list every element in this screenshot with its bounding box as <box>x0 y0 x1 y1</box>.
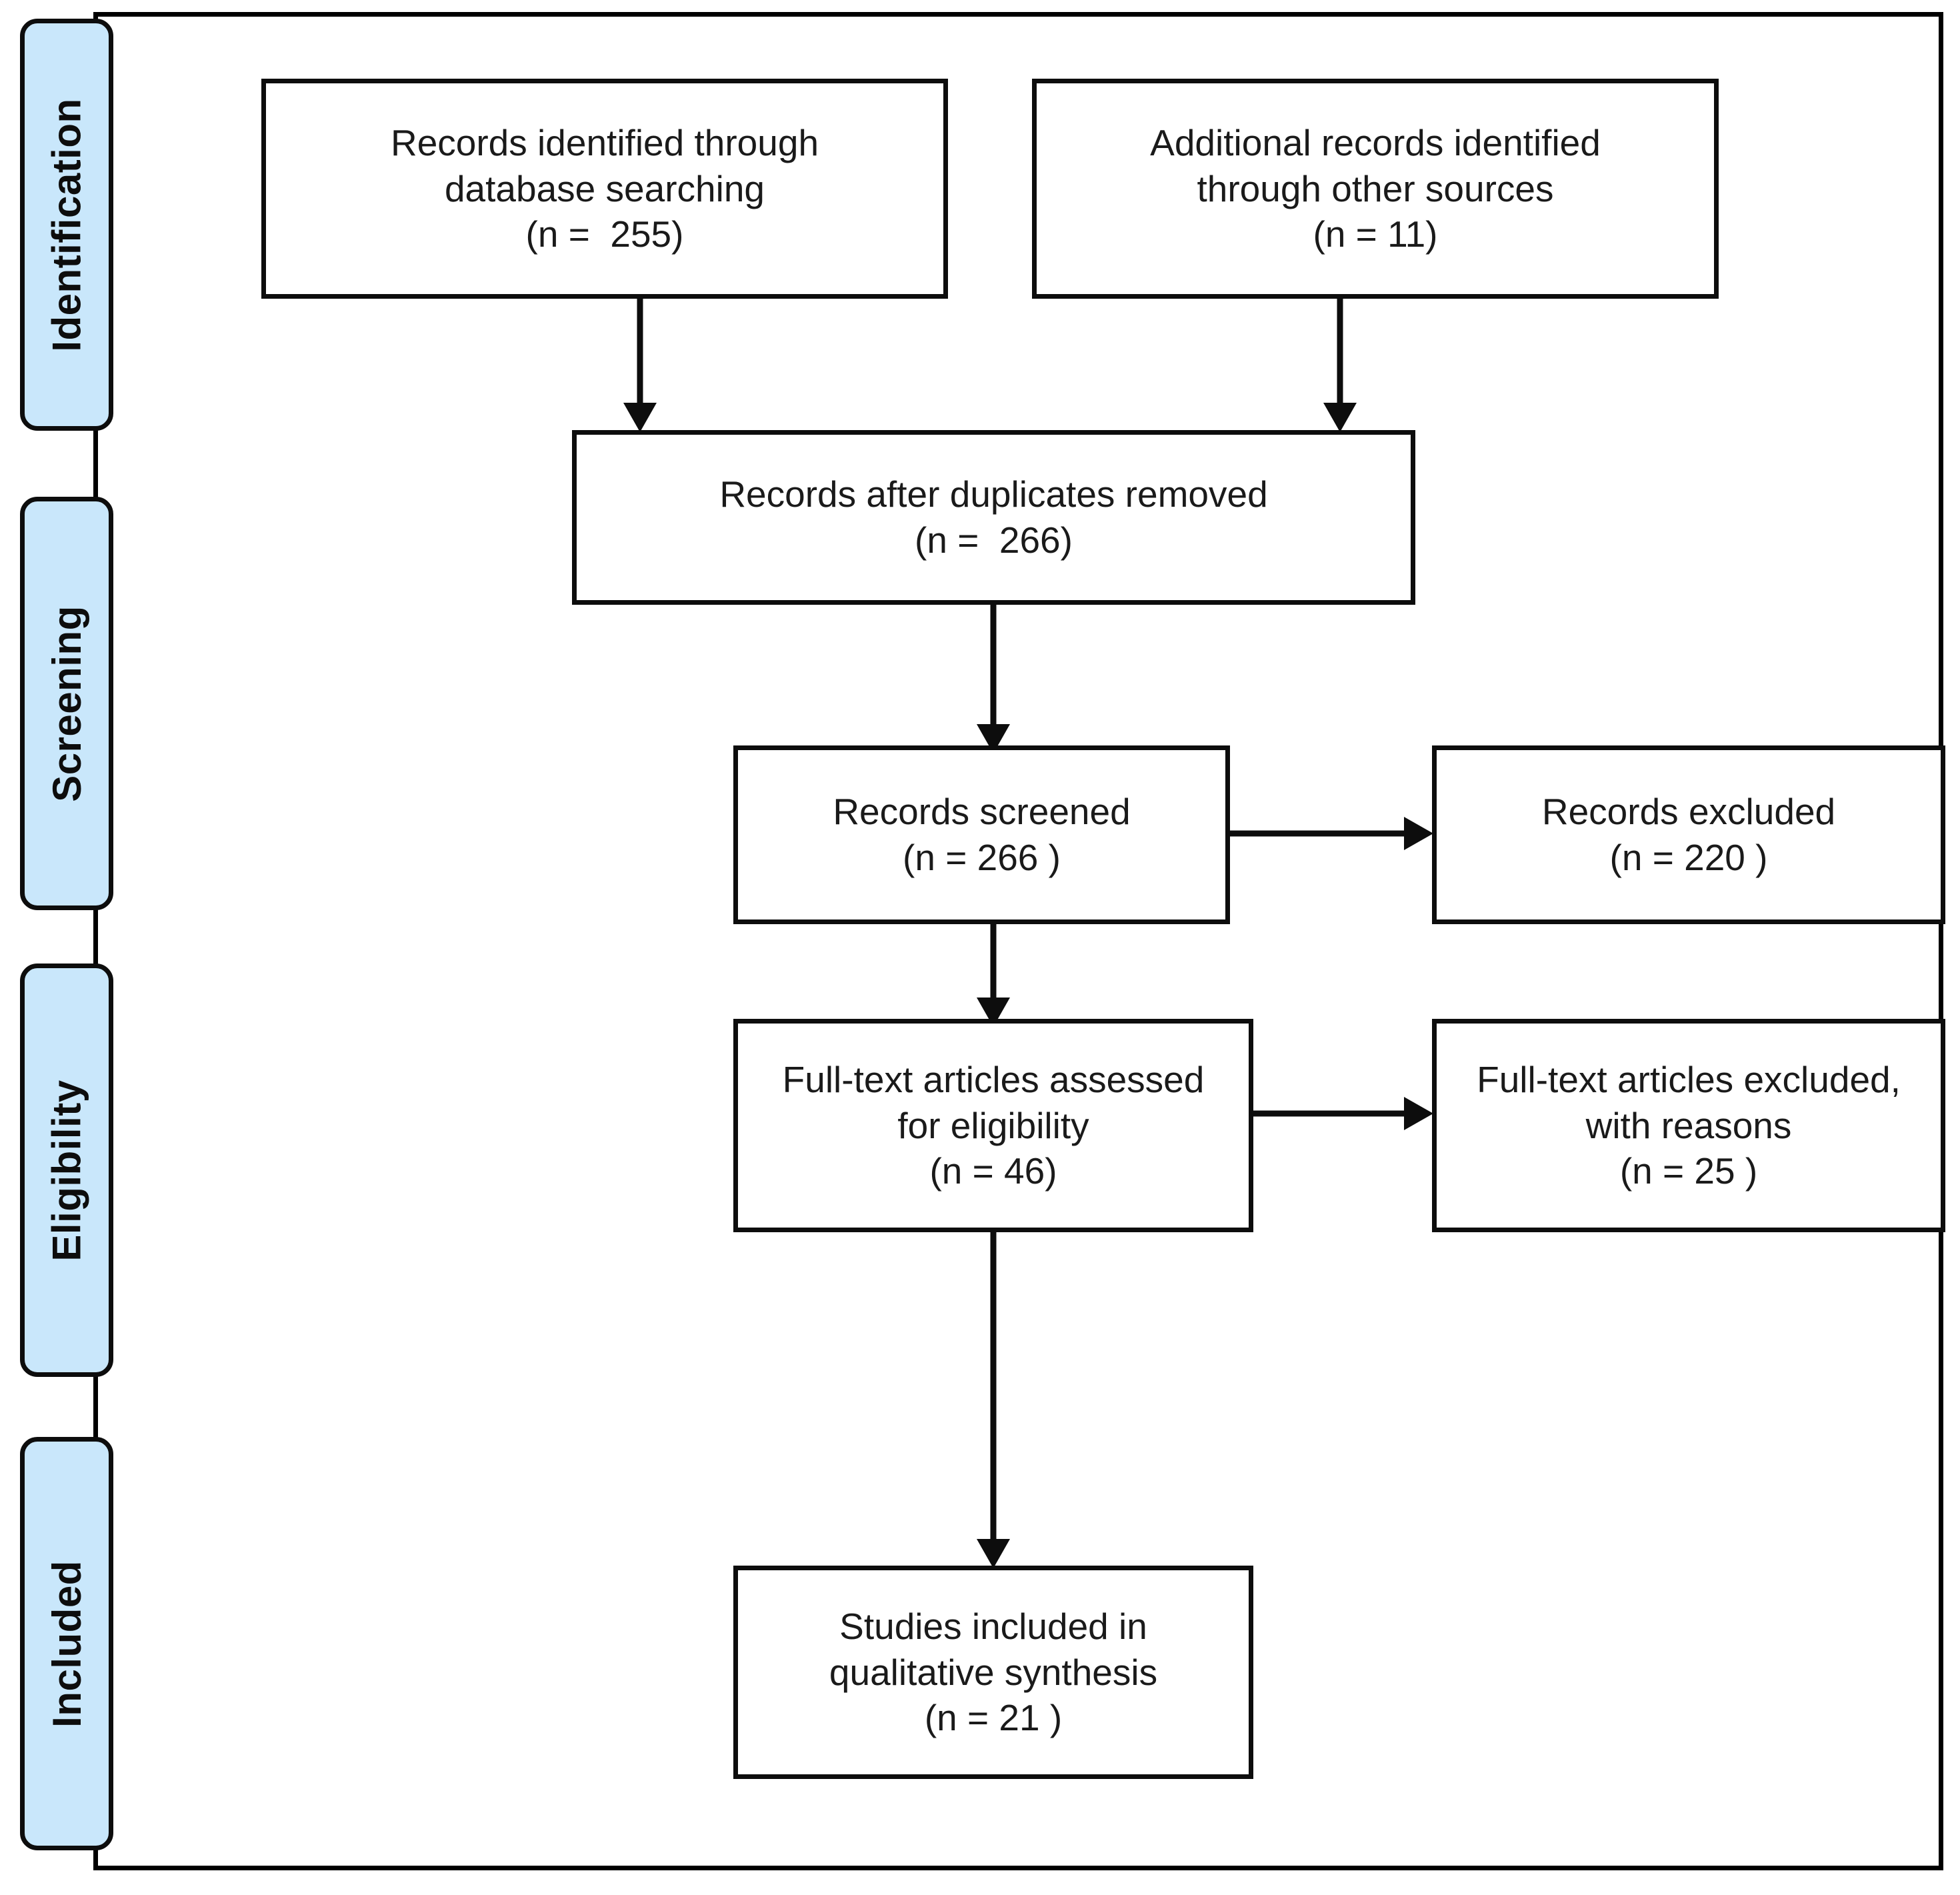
box-fulltext-articles-excluded: Full-text articles excluded, with reason… <box>1432 1019 1945 1232</box>
diagram-outer-frame <box>93 12 1943 1870</box>
box-other-sources-line-1: Additional records identified <box>1150 121 1601 163</box>
box-db-search-count: (n = 255) <box>525 213 684 255</box>
box-duplicates-line-1: Records after duplicates removed <box>719 473 1268 515</box>
box-db-search-line-2: database searching <box>444 167 765 209</box>
box-records-identified-database: Records identified through database sear… <box>261 79 948 299</box>
stage-label-included-text: Included <box>44 1560 89 1728</box>
box-studies-included-line-2: qualitative synthesis <box>829 1651 1158 1693</box>
stage-label-screening-text: Screening <box>44 605 89 802</box>
box-studies-included-count: (n = 21 ) <box>924 1697 1063 1739</box>
box-studies-included-qualitative-synthesis: Studies included in qualitative synthesi… <box>733 1566 1253 1779</box>
box-other-sources-line-2: through other sources <box>1197 167 1554 209</box>
box-other-sources-count: (n = 11) <box>1313 213 1438 255</box>
stage-label-identification: Identification <box>20 19 113 431</box>
box-additional-records-other-sources: Additional records identified through ot… <box>1032 79 1719 299</box>
box-records-screened-line-1: Records screened <box>833 791 1131 833</box>
stage-label-eligibility: Eligibility <box>20 964 113 1377</box>
box-fulltext-articles-assessed: Full-text articles assessed for eligibil… <box>733 1019 1253 1232</box>
box-fulltext-excluded-count: (n = 25 ) <box>1619 1150 1758 1192</box>
box-duplicates-count: (n = 266) <box>915 519 1073 561</box>
box-fulltext-assessed-count: (n = 46) <box>929 1150 1057 1192</box>
box-records-screened: Records screened (n = 266 ) <box>733 745 1230 924</box>
stage-label-screening: Screening <box>20 497 113 910</box>
box-records-excluded-count: (n = 220 ) <box>1609 837 1768 878</box>
box-records-excluded-line-1: Records excluded <box>1541 791 1836 833</box>
box-db-search-line-1: Records identified through <box>390 121 819 163</box>
box-records-screened-count: (n = 266 ) <box>903 837 1061 878</box>
box-fulltext-assessed-line-1: Full-text articles assessed <box>782 1058 1205 1100</box>
stage-label-included: Included <box>20 1437 113 1850</box>
stage-label-identification-text: Identification <box>44 97 89 352</box>
box-fulltext-excluded-line-1: Full-text articles excluded, <box>1477 1058 1901 1100</box>
box-fulltext-assessed-line-2: for eligibility <box>897 1104 1089 1146</box>
box-fulltext-excluded-line-2: with reasons <box>1585 1104 1792 1146</box>
box-records-excluded: Records excluded (n = 220 ) <box>1432 745 1945 924</box>
stage-label-eligibility-text: Eligibility <box>44 1079 89 1262</box>
box-records-after-duplicates-removed: Records after duplicates removed (n = 26… <box>572 430 1415 605</box>
box-studies-included-line-1: Studies included in <box>839 1605 1147 1647</box>
